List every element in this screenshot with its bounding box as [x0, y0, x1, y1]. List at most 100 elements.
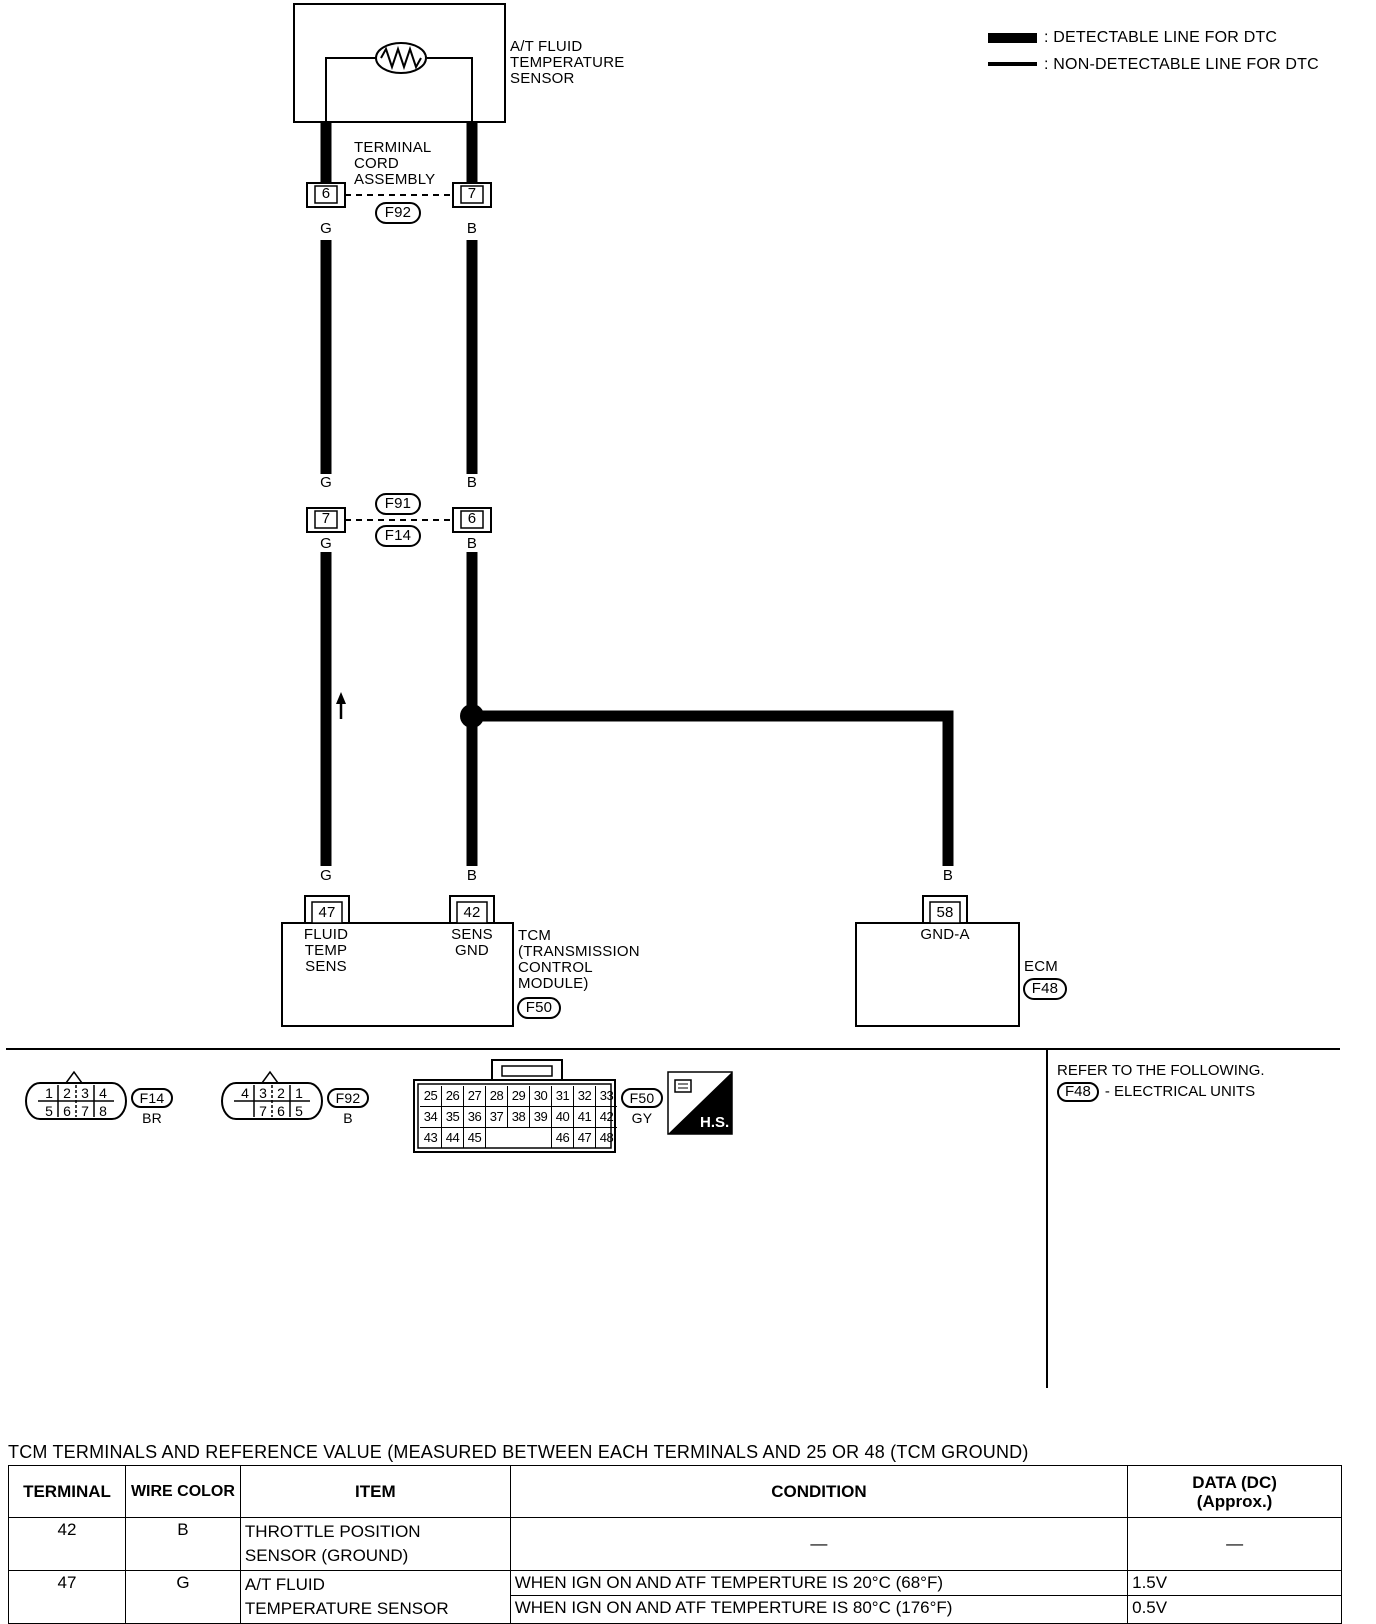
connector-color: GY: [631, 1110, 653, 1126]
connector-face-f92: [221, 1070, 369, 1120]
wire-color-label: G: [320, 535, 332, 552]
pin-label: 46: [552, 1128, 574, 1148]
tcm-pin-42: [449, 895, 495, 924]
connector-face-f14: [25, 1070, 173, 1120]
wire-color-label: B: [466, 220, 478, 237]
connector-f92-right: [452, 182, 492, 208]
pin-label: 45: [464, 1128, 486, 1148]
cell-terminal: 42: [8, 1517, 126, 1571]
pin-label: 47: [318, 904, 336, 921]
connector-id: F48: [1031, 980, 1059, 997]
pin-label: 37: [486, 1107, 508, 1127]
sensor-box: [293, 3, 506, 123]
arrow-up-icon: [336, 692, 346, 719]
pin-label: 1: [295, 1085, 303, 1101]
connector-color: BR: [142, 1110, 162, 1126]
wire-color-label: G: [320, 867, 332, 884]
terminal-cord-label: TERMINAL CORD ASSEMBLY: [354, 139, 436, 188]
cell-terminal: 47: [8, 1570, 126, 1624]
refer-divider: [1046, 1050, 1048, 1388]
hs-badge-text: H.S.: [700, 1114, 730, 1131]
pin-label: 8: [99, 1103, 107, 1119]
pin-label: 44: [442, 1128, 464, 1148]
header-condition: CONDITION: [509, 1465, 1129, 1518]
pin-label: 47: [574, 1128, 596, 1148]
pin-label: 1: [45, 1085, 53, 1101]
legend-thick-line: [988, 33, 1037, 43]
tcm-terminal-table: TERMINAL WIRE COLOR ITEM CONDITION DATA …: [8, 1465, 1342, 1624]
table-row: 42 B THROTTLE POSITION SENSOR (GROUND) —…: [8, 1517, 1342, 1571]
connector-id: F92: [384, 204, 412, 221]
cell-condition: —: [509, 1517, 1129, 1571]
connector-id: F50: [525, 999, 553, 1016]
tcm-pin-47: [304, 895, 350, 924]
pin-label: 4: [99, 1085, 107, 1101]
header-data: DATA (DC) (Approx.): [1127, 1465, 1342, 1518]
connector-id: F14: [384, 527, 412, 544]
connector-face-f50: [413, 1059, 663, 1153]
f50-pins: 25 26 27 28 29 30 31 32 33 34 35 36 37 3…: [420, 1086, 617, 1148]
pin-label: 42: [463, 904, 481, 921]
wire-color-label: G: [320, 220, 332, 237]
table-row: 47 G A/T FLUID TEMPERATURE SENSOR WHEN I…: [8, 1570, 1342, 1624]
cell-item: THROTTLE POSITION SENSOR (GROUND): [239, 1517, 511, 1571]
legend-non-detectable: : NON-DETECTABLE LINE FOR DTC: [1044, 56, 1319, 73]
sensor-inner-wire-left: [325, 57, 376, 122]
pin-label: 33: [599, 1088, 614, 1103]
tcm-pin-42-function: SENS GND: [451, 926, 493, 959]
connector-f92-left: [306, 182, 346, 208]
connector-f14-left: [306, 507, 346, 533]
pin-label: 28: [486, 1086, 508, 1106]
pin-label: 31: [552, 1086, 574, 1106]
pin-label: 5: [45, 1103, 53, 1119]
pin-label: 48: [599, 1130, 614, 1145]
pin-label: 38: [508, 1107, 530, 1127]
badge-f50: [517, 997, 561, 1019]
pin-label: 40: [552, 1107, 574, 1127]
header-item: ITEM: [239, 1465, 511, 1518]
pin-label: 25: [420, 1086, 442, 1106]
badge-f14: [375, 525, 421, 547]
pin-label: 41: [574, 1107, 596, 1127]
pin-label: 58: [936, 904, 954, 921]
detectable-wires: [320, 122, 954, 866]
cell-condition: WHEN IGN ON AND ATF TEMPERTURE IS 20°C (…: [509, 1570, 1129, 1624]
wire-color-label: B: [466, 474, 478, 491]
tcm-box: [281, 922, 514, 1027]
connector-id: F50: [629, 1090, 655, 1106]
pin-label: 7: [321, 510, 331, 527]
pin-label: 30: [530, 1086, 552, 1106]
pin-label: 6: [321, 185, 331, 202]
pin-label: 7: [81, 1103, 89, 1119]
ecm-pin-58: [922, 895, 968, 924]
wiring-diagram: [6, 3, 1340, 1050]
splice-point: [460, 704, 484, 728]
cell-wire-color: B: [124, 1517, 241, 1571]
badge-f92: [375, 202, 421, 224]
cell-data: 1.5V 0.5V: [1127, 1570, 1342, 1624]
ecm-name: ECM: [1024, 958, 1058, 975]
thermistor-zigzag: [380, 45, 422, 71]
badge-f48: [1023, 978, 1067, 1000]
pin-label: 34: [420, 1107, 442, 1127]
pin-label: 2: [277, 1085, 285, 1101]
pin-label: 39: [530, 1107, 552, 1127]
cell-item: A/T FLUID TEMPERATURE SENSOR: [239, 1570, 511, 1624]
refer-note: REFER TO THE FOLLOWING. F48 - ELECTRICAL…: [1057, 1062, 1265, 1102]
cell-wire-color: G: [124, 1570, 241, 1624]
cell-data: —: [1127, 1517, 1342, 1571]
pin-label: 5: [295, 1103, 303, 1119]
legend-thin-line: [988, 62, 1037, 66]
pin-label: 32: [574, 1086, 596, 1106]
connector-f14-right: [452, 507, 492, 533]
pin-label: 29: [508, 1086, 530, 1106]
pin-label: 3: [259, 1085, 267, 1101]
pin-label: 6: [277, 1103, 285, 1119]
pin-label: 42: [599, 1109, 614, 1124]
f14-pins: 1 2 3 4 5 6 7 8: [40, 1084, 112, 1120]
table-title: TCM TERMINALS AND REFERENCE VALUE (MEASU…: [8, 1442, 1029, 1462]
pin-label: 27: [464, 1086, 486, 1106]
sensor-name: A/T FLUID TEMPERATURE SENSOR: [510, 38, 625, 87]
wire-color-label: G: [320, 474, 332, 491]
pin-label: 3: [81, 1085, 89, 1101]
